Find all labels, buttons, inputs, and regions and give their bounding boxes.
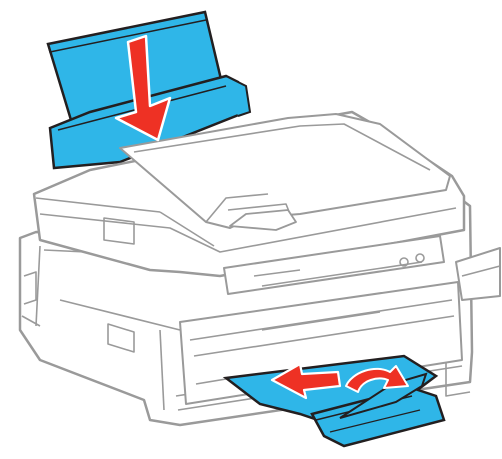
printer-illustration: [0, 0, 502, 459]
printer-diagram-svg: [0, 0, 502, 459]
